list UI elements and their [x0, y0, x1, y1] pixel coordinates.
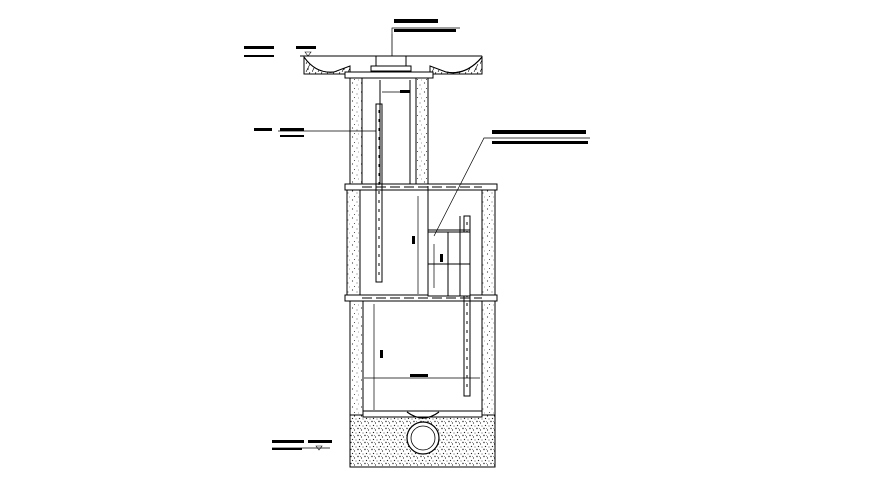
callout-cover	[394, 19, 456, 32]
callout-landing	[492, 130, 588, 144]
callout-ground-level	[244, 46, 316, 57]
step-irons	[375, 80, 471, 397]
manhole-cover	[344, 34, 434, 79]
callout-step-irons	[254, 128, 304, 137]
callout-invert-level	[272, 440, 332, 451]
dimension-text-marks	[380, 90, 443, 377]
outlet-pipe	[406, 411, 440, 455]
dimension-lines	[364, 91, 480, 410]
shaft-walls	[346, 77, 496, 416]
joint-slabs	[344, 183, 498, 302]
